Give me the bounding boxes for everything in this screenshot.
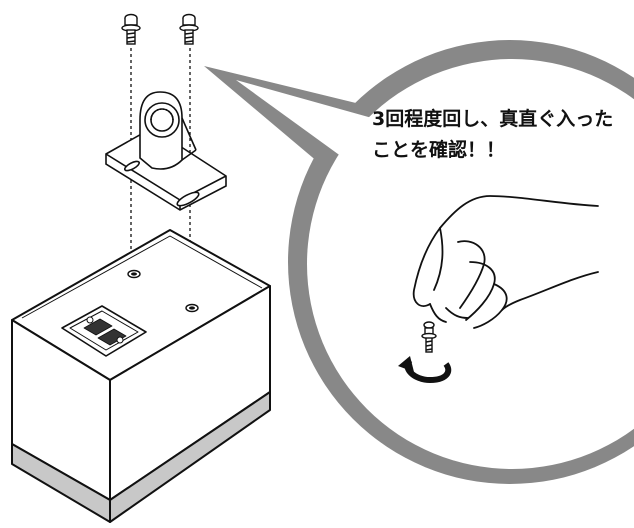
callout-line-2: ことを確認！！ bbox=[372, 139, 506, 161]
hand-icon bbox=[412, 195, 599, 329]
screw-icon bbox=[179, 13, 199, 45]
callout-inner-tail bbox=[236, 80, 372, 170]
screw-icon bbox=[121, 13, 141, 45]
rotation-arrow-icon bbox=[398, 356, 452, 384]
mounting-bracket-icon bbox=[105, 91, 227, 211]
screw-icon bbox=[421, 321, 437, 353]
callout-line-1: 3回程度回し、真直ぐ入った bbox=[372, 108, 614, 130]
sensor-box-icon bbox=[11, 229, 271, 523]
callout-bubble bbox=[204, 40, 634, 484]
callout-instruction-text: 3回程度回し、真直ぐ入った ことを確認！！ bbox=[372, 104, 634, 166]
callout-inner-circle bbox=[307, 59, 634, 469]
